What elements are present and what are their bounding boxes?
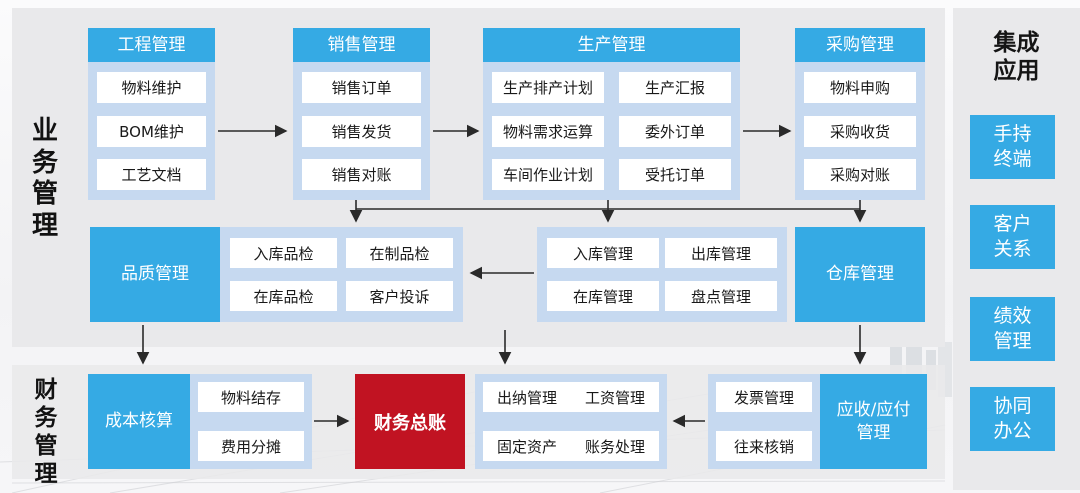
handheld-terminal-box: 手持 终端 xyxy=(970,115,1055,179)
group-sales-title: 销售管理 xyxy=(293,28,430,62)
group-sales: 销售管理 销售订单 销售发货 销售对账 xyxy=(293,28,430,200)
finance-section-label: 财务管理 xyxy=(34,377,58,488)
group-production-body: 生产排产计划 生产汇报 物料需求运算 委外订单 车间作业计划 受托订单 xyxy=(483,62,740,200)
group-production-title: 生产管理 xyxy=(483,28,740,62)
ap-items-panel: 发票管理 往来核销 xyxy=(708,374,820,469)
diagram-item: 出纳管理 xyxy=(483,382,571,412)
diagram-item: 车间作业计划 xyxy=(492,159,604,190)
diagram-item: 费用分摊 xyxy=(198,431,304,461)
diagram-item: 物料结存 xyxy=(198,382,304,412)
integration-title-line2: 应用 xyxy=(993,57,1040,84)
rbox-line: 管理 xyxy=(993,330,1032,352)
diagram-item: BOM维护 xyxy=(97,115,206,147)
diagram-item: 采购对账 xyxy=(804,159,916,190)
customer-relationship-box: 客户 关系 xyxy=(970,205,1055,269)
diagram-item: 发票管理 xyxy=(716,382,812,412)
business-section-label: 业务管理 xyxy=(31,116,58,242)
diagram-item: 入库管理 xyxy=(547,238,659,268)
diagram-item: 盘点管理 xyxy=(665,281,777,311)
group-procurement: 采购管理 物料申购 采购收货 采购对账 xyxy=(795,28,925,200)
group-procurement-title: 采购管理 xyxy=(795,28,925,62)
diagram-item: 销售对账 xyxy=(302,159,421,190)
diagram-item: 往来核销 xyxy=(716,431,812,461)
diagram-item: 账务处理 xyxy=(571,431,659,461)
diagram-item: 工艺文档 xyxy=(97,159,206,190)
integration-title-line1: 集成 xyxy=(993,30,1040,56)
general-ledger-box: 财务总账 xyxy=(355,374,465,469)
group-production: 生产管理 生产排产计划 生产汇报 物料需求运算 委外订单 车间作业计划 受托订单 xyxy=(483,28,740,200)
diagram-item: 固定资产 xyxy=(483,431,571,461)
ledger-items-panel: 出纳管理 工资管理 固定资产 账务处理 xyxy=(475,374,667,469)
diagram-item: 物料需求运算 xyxy=(492,115,604,147)
cost-accounting-box: 成本核算 xyxy=(88,374,190,469)
diagram-item: 客户投诉 xyxy=(346,281,453,311)
diagram-item: 物料申购 xyxy=(804,72,916,103)
rbox-line: 办公 xyxy=(993,420,1032,442)
diagram-item: 生产排产计划 xyxy=(492,72,604,103)
rbox-line: 关系 xyxy=(993,238,1032,260)
performance-management-box: 绩效 管理 xyxy=(970,297,1055,361)
diagram-item: 采购收货 xyxy=(804,115,916,147)
cost-items-panel: 物料结存 费用分摊 xyxy=(190,374,312,469)
integration-panel-title: 集成 应用 xyxy=(953,30,1080,85)
group-engineering-body: 物料维护 BOM维护 工艺文档 xyxy=(88,62,215,200)
group-procurement-body: 物料申购 采购收货 采购对账 xyxy=(795,62,925,200)
collaborative-office-box: 协同 办公 xyxy=(970,387,1055,451)
warehouse-management-box: 仓库管理 xyxy=(795,227,925,322)
warehouse-items-panel: 入库管理 出库管理 在库管理 盘点管理 xyxy=(537,227,787,322)
rbox-line: 客户 xyxy=(993,213,1032,236)
diagram-item: 在库品检 xyxy=(230,281,337,311)
quality-management-box: 品质管理 xyxy=(90,227,220,322)
diagram-item: 委外订单 xyxy=(619,115,731,147)
diagram-item: 在库管理 xyxy=(547,281,659,311)
group-sales-body: 销售订单 销售发货 销售对账 xyxy=(293,62,430,200)
diagram-item: 销售发货 xyxy=(302,115,421,147)
group-engineering: 工程管理 物料维护 BOM维护 工艺文档 xyxy=(88,28,215,200)
diagram-item: 物料维护 xyxy=(97,72,206,103)
group-engineering-title: 工程管理 xyxy=(88,28,215,62)
ar-ap-line1: 应收/应付 xyxy=(836,400,911,421)
ar-ap-line2: 管理 xyxy=(856,422,891,443)
diagram-item: 生产汇报 xyxy=(619,72,731,103)
diagram-item: 入库品检 xyxy=(230,238,337,268)
diagram-item: 销售订单 xyxy=(302,72,421,103)
quality-items-panel: 入库品检 在制品检 在库品检 客户投诉 xyxy=(220,227,463,322)
diagram-item: 受托订单 xyxy=(619,159,731,190)
ar-ap-management-box: 应收/应付 管理 xyxy=(820,374,927,469)
rbox-line: 终端 xyxy=(993,148,1032,170)
rbox-line: 协同 xyxy=(993,395,1032,418)
diagram-item: 工资管理 xyxy=(571,382,659,412)
rbox-line: 手持 xyxy=(993,123,1032,146)
rbox-line: 绩效 xyxy=(993,305,1032,328)
diagram-item: 在制品检 xyxy=(346,238,453,268)
diagram-item: 出库管理 xyxy=(665,238,777,268)
